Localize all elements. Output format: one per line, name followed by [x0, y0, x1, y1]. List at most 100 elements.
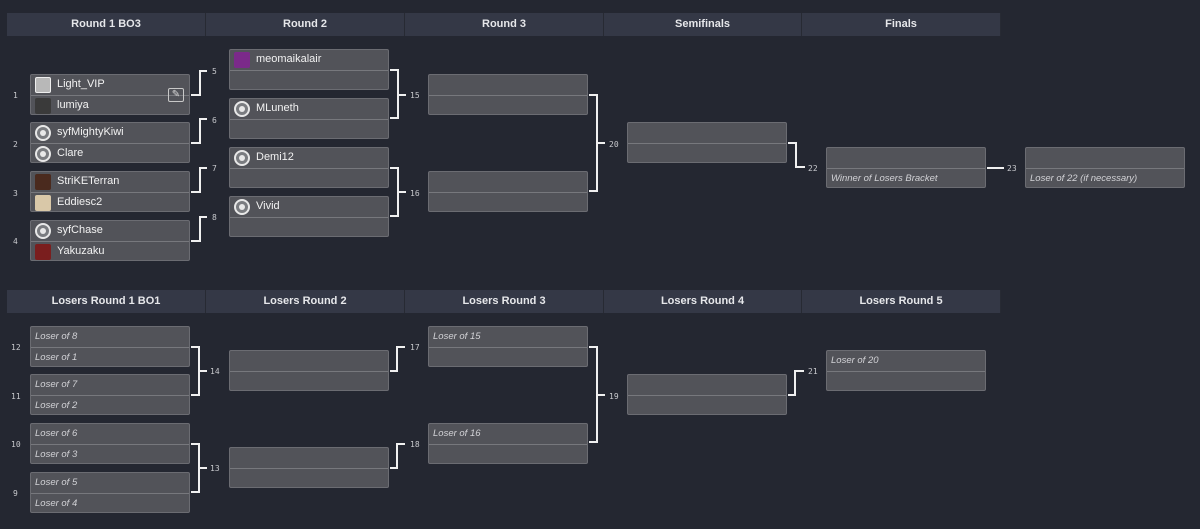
match-8[interactable]: Vivid [229, 196, 389, 237]
header-round-3: Round 3 [405, 13, 604, 36]
match-13[interactable] [229, 447, 389, 488]
match-19[interactable] [627, 374, 787, 415]
match-slot-top[interactable]: Loser of 20 [827, 351, 985, 371]
match-number: 1 [13, 91, 18, 100]
player-avatar [35, 77, 51, 93]
match-15[interactable] [428, 74, 588, 115]
placeholder-label: Loser of 3 [35, 449, 78, 460]
connector-line [788, 142, 797, 144]
match-slot-bottom[interactable]: Eddiesc2 [31, 192, 189, 212]
match-slot-bottom[interactable] [230, 168, 388, 188]
match-3[interactable]: StriKETerran Eddiesc2 [30, 171, 190, 212]
match-9[interactable]: Loser of 5 Loser of 4 [30, 472, 190, 513]
match-18[interactable]: Loser of 16 [428, 423, 588, 464]
match-number: 23 [1007, 164, 1017, 173]
match-slot-top[interactable] [628, 123, 786, 143]
match-slot-bottom[interactable]: Loser of 1 [31, 347, 189, 367]
match-slot-bottom[interactable]: Loser of 3 [31, 444, 189, 464]
match-slot-bottom[interactable] [628, 143, 786, 163]
match-slot-top[interactable]: Loser of 6 [31, 424, 189, 444]
connector-line [191, 142, 200, 144]
match-slot-bottom[interactable] [827, 371, 985, 391]
match-slot-top[interactable]: meomaikalair [230, 50, 388, 70]
match-slot-bottom[interactable] [628, 395, 786, 415]
match-slot-bottom[interactable] [230, 217, 388, 237]
match-slot-bottom[interactable] [429, 192, 587, 212]
match-slot-top[interactable]: syfChase [31, 221, 189, 241]
match-slot-top[interactable] [230, 448, 388, 468]
match-slot-bottom[interactable] [230, 468, 388, 488]
match-slot-bottom[interactable]: Winner of Losers Bracket [827, 168, 985, 188]
connector-line [795, 166, 805, 168]
connector-line [199, 118, 207, 120]
match-22[interactable]: Winner of Losers Bracket [826, 147, 986, 188]
match-slot-top[interactable]: Loser of 15 [429, 327, 587, 347]
connector-line [390, 467, 398, 469]
placeholder-label: Winner of Losers Bracket [831, 173, 938, 184]
match-slot-bottom[interactable] [429, 444, 587, 464]
match-slot-top[interactable]: Loser of 8 [31, 327, 189, 347]
connector-line [397, 191, 406, 193]
match-slot-top[interactable]: Light_VIP [31, 75, 189, 95]
match-1[interactable]: Light_VIP lumiya [30, 74, 190, 115]
connector-line [198, 370, 207, 372]
edit-icon[interactable]: ✎ [168, 88, 184, 102]
match-number: 9 [13, 489, 18, 498]
match-5[interactable]: meomaikalair [229, 49, 389, 90]
match-16[interactable] [428, 171, 588, 212]
match-7[interactable]: Demi12 [229, 147, 389, 188]
match-slot-bottom[interactable] [230, 371, 388, 391]
match-slot-bottom[interactable]: Loser of 22 (if necessary) [1026, 168, 1184, 188]
match-slot-bottom[interactable]: Yakuzaku [31, 241, 189, 261]
connector-line [191, 94, 200, 96]
match-slot-bottom[interactable] [429, 95, 587, 115]
match-slot-top[interactable] [1026, 148, 1184, 168]
match-slot-top[interactable]: Loser of 5 [31, 473, 189, 493]
connector-line [596, 142, 605, 144]
connector-line [795, 142, 797, 168]
match-slot-top[interactable] [429, 75, 587, 95]
match-12[interactable]: Loser of 8 Loser of 1 [30, 326, 190, 367]
match-slot-bottom[interactable]: lumiya [31, 95, 189, 115]
connector-line [794, 370, 804, 372]
connector-line [191, 191, 200, 193]
match-17[interactable]: Loser of 15 [428, 326, 588, 367]
match-slot-bottom[interactable]: Clare [31, 143, 189, 163]
match-slot-top[interactable] [628, 375, 786, 395]
match-slot-top[interactable] [827, 148, 985, 168]
match-21[interactable]: Loser of 20 [826, 350, 986, 391]
match-number: 8 [212, 213, 217, 222]
match-number: 11 [11, 392, 21, 401]
match-slot-top[interactable] [429, 172, 587, 192]
connector-line [396, 443, 405, 445]
match-2[interactable]: syfMightyKiwi Clare [30, 122, 190, 163]
placeholder-label: Loser of 6 [35, 428, 78, 439]
match-slot-bottom[interactable] [230, 70, 388, 90]
match-slot-bottom[interactable]: Loser of 4 [31, 493, 189, 513]
match-slot-bottom[interactable]: Loser of 2 [31, 395, 189, 415]
match-4[interactable]: syfChase Yakuzaku [30, 220, 190, 261]
connector-line [794, 370, 796, 396]
match-slot-top[interactable]: StriKETerran [31, 172, 189, 192]
match-slot-bottom[interactable] [429, 347, 587, 367]
connector-line [199, 167, 201, 193]
player-name: Yakuzaku [57, 245, 105, 257]
match-6[interactable]: MLuneth [229, 98, 389, 139]
match-23[interactable]: Loser of 22 (if necessary) [1025, 147, 1185, 188]
match-slot-top[interactable]: MLuneth [230, 99, 388, 119]
match-slot-top[interactable] [230, 351, 388, 371]
match-slot-top[interactable]: syfMightyKiwi [31, 123, 189, 143]
match-14[interactable] [229, 350, 389, 391]
match-11[interactable]: Loser of 7 Loser of 2 [30, 374, 190, 415]
match-slot-top[interactable]: Vivid [230, 197, 388, 217]
match-slot-top[interactable]: Loser of 16 [429, 424, 587, 444]
match-slot-top[interactable]: Loser of 7 [31, 375, 189, 395]
header-finals: Finals [802, 13, 1001, 36]
connector-line [191, 394, 200, 396]
match-20[interactable] [627, 122, 787, 163]
match-slot-top[interactable]: Demi12 [230, 148, 388, 168]
match-number: 17 [410, 343, 420, 352]
player-name: syfChase [57, 224, 103, 236]
match-slot-bottom[interactable] [230, 119, 388, 139]
match-10[interactable]: Loser of 6 Loser of 3 [30, 423, 190, 464]
